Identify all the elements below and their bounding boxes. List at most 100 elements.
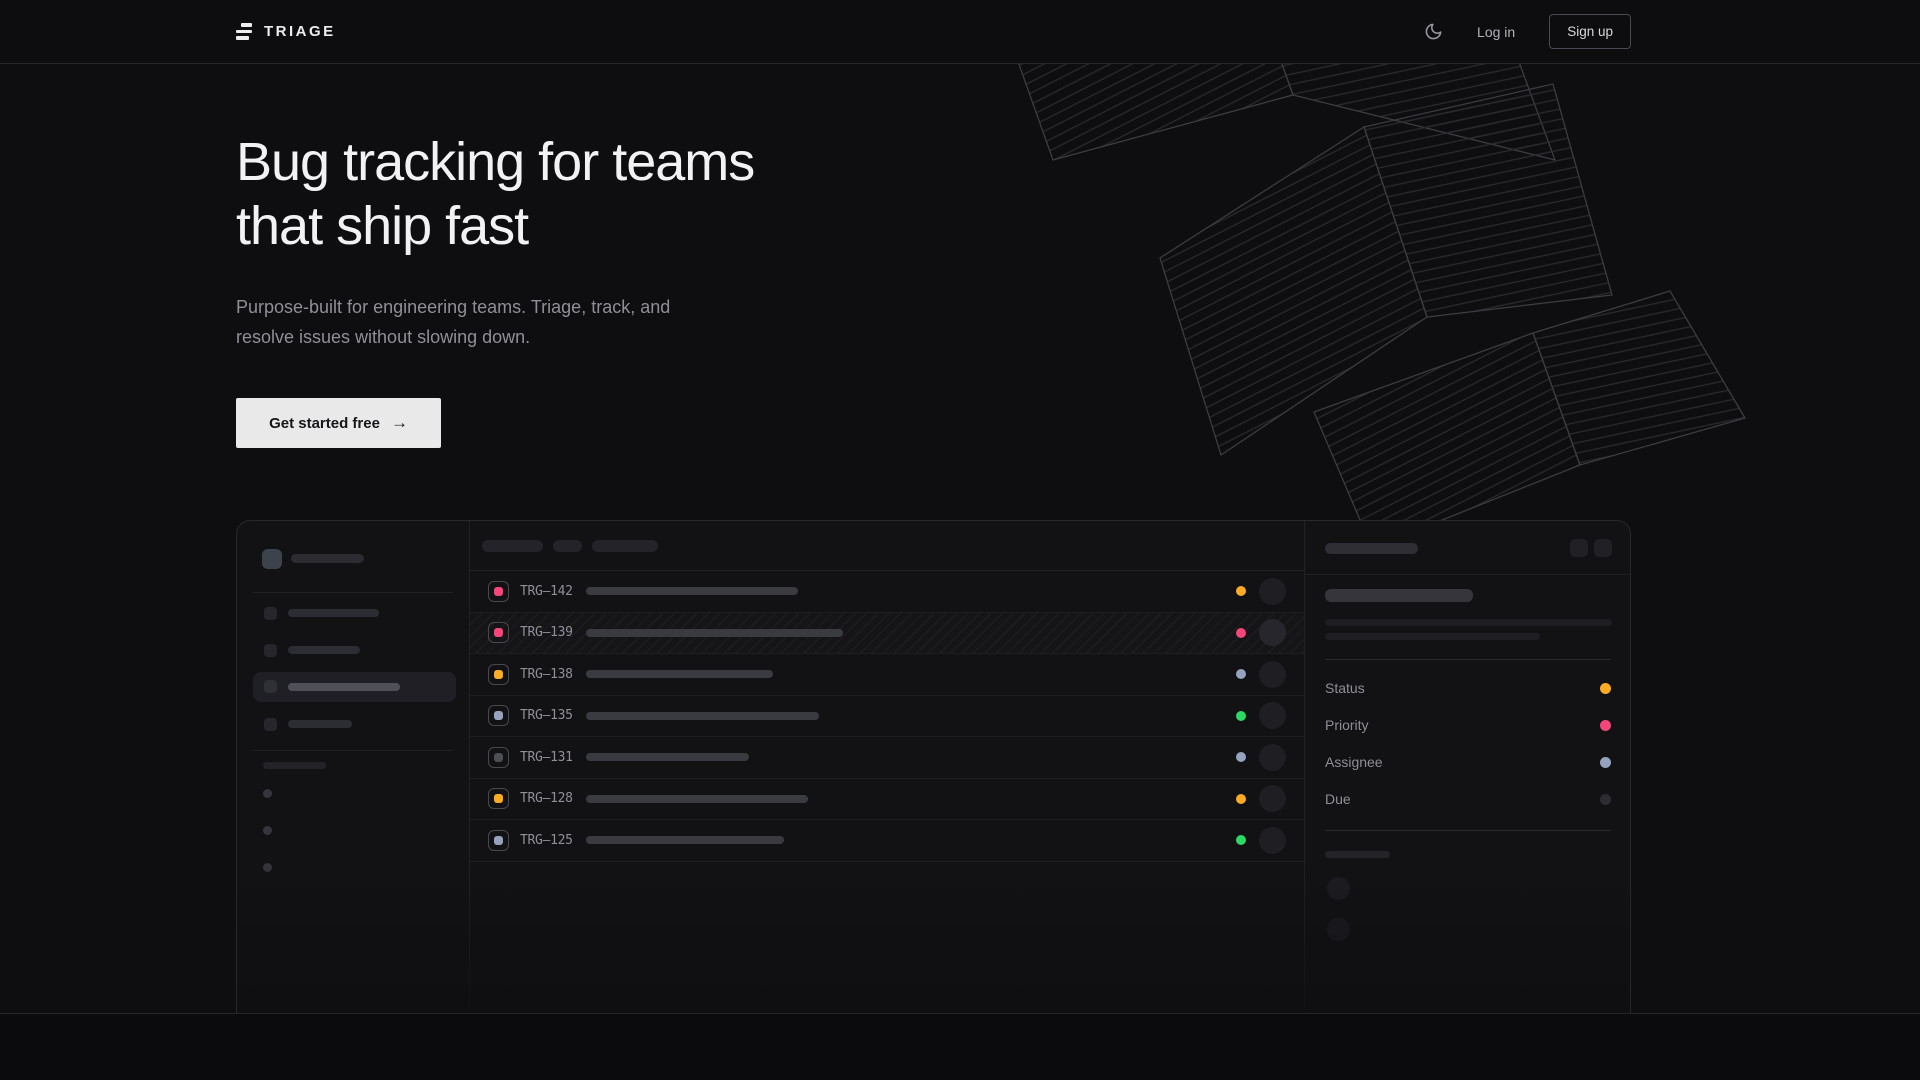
issue-assignee-avatar	[1259, 577, 1286, 605]
issue-title-skeleton	[586, 670, 773, 679]
issue-id: TRG–131	[520, 749, 573, 765]
hero-title-line1: Bug tracking for teams	[236, 132, 755, 192]
issue-title-skeleton	[586, 794, 808, 803]
triage-logo-icon	[236, 23, 253, 40]
issue-priority-dot	[1236, 835, 1246, 846]
sidebar-nav-item	[253, 709, 456, 739]
detail-title-skeleton	[1325, 543, 1418, 554]
issue-row: TRG–135	[470, 696, 1304, 737]
issue-assignee-avatar	[1259, 702, 1286, 730]
issue-priority-dot	[1236, 710, 1246, 721]
issue-priority-dot	[1236, 752, 1246, 763]
activity-label-skeleton	[1325, 851, 1390, 858]
status-dot	[494, 835, 503, 845]
mockup-sidebar	[237, 521, 470, 1013]
nav-item-icon	[264, 680, 277, 693]
sidebar-nav-item	[253, 635, 456, 665]
issue-row: TRG–142	[470, 571, 1304, 613]
issue-title-skeleton	[586, 711, 819, 720]
issue-status-icon	[488, 788, 509, 810]
avatar	[1327, 877, 1350, 900]
nav-item-skeleton	[288, 646, 360, 654]
issue-status-icon	[488, 829, 509, 851]
issue-status-icon	[488, 622, 509, 644]
issue-assignee-avatar	[1259, 660, 1286, 688]
theme-toggle-button[interactable]	[1424, 22, 1443, 41]
get-started-button[interactable]: Get started free →	[236, 398, 441, 448]
avatar	[1327, 918, 1350, 941]
status-dot	[494, 628, 503, 638]
status-dot	[494, 586, 503, 596]
issue-row: TRG–138	[470, 654, 1304, 696]
top-nav: TRIAGE Log in Sign up	[0, 0, 1920, 64]
label-dot	[263, 826, 272, 835]
detail-field-dot	[1600, 719, 1611, 731]
detail-field-row: Assignee	[1325, 754, 1611, 770]
detail-field-label: Status	[1325, 680, 1365, 696]
login-link[interactable]: Log in	[1477, 23, 1516, 40]
filter-chip-skeleton	[482, 539, 543, 552]
list-header	[470, 521, 1304, 571]
detail-field-row: Priority	[1325, 717, 1611, 733]
issue-title-skeleton	[586, 836, 784, 845]
detail-action-button	[1570, 539, 1588, 557]
get-started-label: Get started free	[269, 414, 380, 432]
brand[interactable]: TRIAGE	[236, 23, 336, 40]
workspace-icon	[262, 549, 282, 569]
issue-title-skeleton	[586, 628, 843, 637]
detail-field-dot	[1600, 682, 1611, 694]
footer-section	[0, 1013, 1920, 1080]
issue-id: TRG–125	[520, 832, 573, 848]
issue-status-icon	[488, 746, 509, 768]
nav-item-icon	[264, 643, 277, 657]
status-dot	[494, 711, 503, 721]
issue-priority-dot	[1236, 669, 1246, 680]
issue-priority-dot	[1236, 793, 1246, 804]
hero-subtitle-line1: Purpose-built for engineering teams. Tri…	[236, 297, 671, 317]
hero-subtitle-line2: resolve issues without slowing down.	[236, 327, 531, 347]
detail-field-dot	[1600, 756, 1611, 768]
mockup-issue-list: TRG–142 TRG–139 TRG–138 TRG–135	[470, 521, 1304, 1013]
issue-row: TRG–139	[470, 612, 1304, 654]
sidebar-nav-item-selected	[253, 671, 456, 702]
status-dot	[494, 669, 503, 679]
issue-status-icon	[488, 705, 509, 727]
detail-field-row: Due	[1325, 791, 1611, 807]
nav-item-icon	[264, 717, 277, 731]
issue-title-skeleton	[586, 753, 749, 762]
issue-id: TRG–139	[520, 625, 573, 641]
signup-button[interactable]: Sign up	[1549, 14, 1631, 49]
nav-item-skeleton	[288, 720, 352, 728]
detail-divider	[1325, 830, 1611, 831]
issue-priority-dot	[1236, 586, 1246, 597]
issue-row: TRG–131	[470, 737, 1304, 779]
issue-row: TRG–125	[470, 820, 1304, 862]
issue-id: TRG–128	[520, 791, 573, 807]
issue-status-icon	[488, 580, 509, 602]
hero-title-line2: that ship fast	[236, 196, 529, 256]
issue-assignee-avatar	[1259, 743, 1286, 771]
detail-field-dot	[1600, 793, 1611, 805]
moon-icon	[1425, 23, 1442, 40]
detail-header	[1305, 521, 1630, 575]
filter-chip-skeleton	[553, 539, 582, 552]
issue-assignee-avatar	[1259, 619, 1286, 647]
sidebar-divider	[253, 750, 453, 751]
issue-status-icon	[488, 663, 509, 685]
issue-priority-dot	[1236, 627, 1246, 638]
issue-row: TRG–128	[470, 779, 1304, 820]
detail-field-label: Due	[1325, 791, 1351, 807]
section-label-skeleton	[263, 762, 326, 769]
brand-name: TRIAGE	[264, 23, 336, 40]
label-dot	[263, 863, 272, 872]
status-dot	[494, 794, 503, 804]
nav-item-skeleton	[288, 609, 379, 617]
arrow-right-icon: →	[390, 413, 408, 432]
issue-assignee-avatar	[1259, 826, 1286, 854]
detail-field-label: Priority	[1325, 717, 1369, 733]
mockup-detail-panel: Status Priority Assignee Due	[1304, 521, 1630, 1013]
detail-action-button	[1594, 539, 1612, 557]
